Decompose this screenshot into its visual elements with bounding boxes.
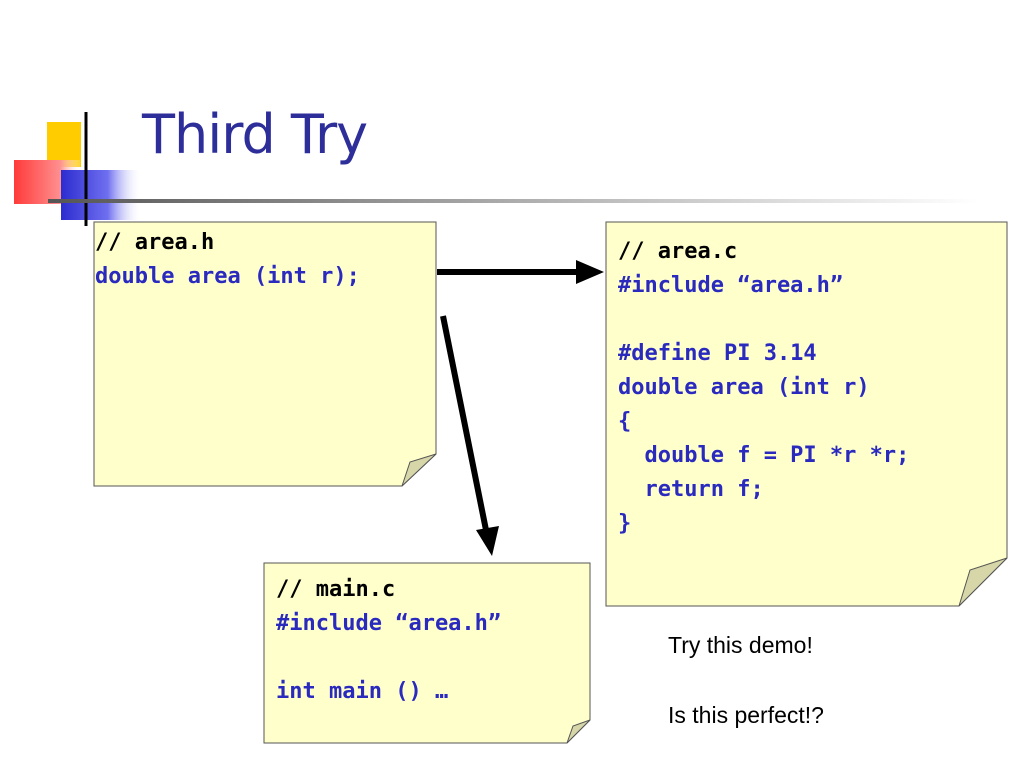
code-line: double f = PI *r *r; bbox=[618, 443, 910, 468]
code-line: return f; bbox=[618, 477, 764, 502]
code-line bbox=[276, 641, 501, 675]
arrow-to-main-c bbox=[440, 315, 499, 556]
code-line: } bbox=[618, 511, 632, 536]
caption-is-perfect: Is this perfect!? bbox=[668, 702, 824, 728]
code-line bbox=[618, 303, 909, 337]
note-area-c-shape bbox=[605, 221, 1008, 607]
code-line: // area.h bbox=[95, 230, 215, 255]
code-line: // area.c bbox=[618, 239, 738, 264]
code-line: #include “area.h” bbox=[276, 611, 502, 636]
code-line: double area (int r) bbox=[618, 375, 870, 400]
note-area-h: // area.h double area (int r); bbox=[95, 226, 360, 294]
slide-title: Third Try bbox=[142, 103, 368, 166]
note-main-c: // main.c #include “area.h” int main () … bbox=[276, 573, 501, 709]
title-rule bbox=[48, 199, 978, 203]
code-line: #define PI 3.14 bbox=[618, 341, 817, 366]
logo-blue-bar bbox=[61, 170, 139, 220]
slide-logo bbox=[14, 112, 139, 226]
code-line: int main () … bbox=[276, 679, 449, 704]
code-line: #include “area.h” bbox=[618, 273, 844, 298]
arrow-to-area-c bbox=[437, 260, 604, 284]
note-main-c-shape bbox=[263, 562, 591, 744]
logo-yellow-square bbox=[47, 122, 81, 167]
caption-try-demo: Try this demo! bbox=[668, 632, 813, 658]
code-line: // main.c bbox=[276, 577, 396, 602]
note-area-h-shape bbox=[93, 221, 437, 487]
code-line: double area (int r); bbox=[95, 264, 360, 289]
code-line: { bbox=[618, 409, 632, 434]
note-area-c: // area.c #include “area.h” #define PI 3.1… bbox=[618, 235, 909, 541]
